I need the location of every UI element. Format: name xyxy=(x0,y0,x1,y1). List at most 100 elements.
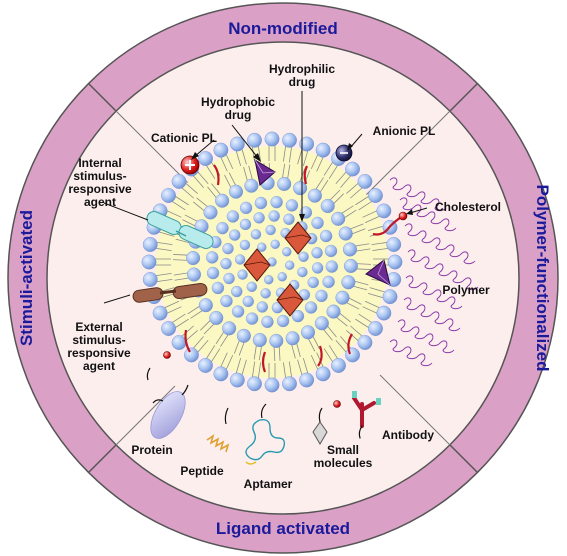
protein-shape xyxy=(150,384,189,439)
polymer-coil xyxy=(404,223,476,265)
core-sphere xyxy=(315,289,328,303)
lipid-head xyxy=(171,174,187,189)
core-sphere xyxy=(242,295,254,308)
lipid-head xyxy=(229,372,245,388)
core-sphere xyxy=(297,266,308,278)
label-external-agent: External stimulus- responsive agent xyxy=(54,321,144,373)
core-sphere xyxy=(322,275,335,289)
core-sphere xyxy=(239,239,251,251)
core-sphere xyxy=(245,312,259,325)
core-sphere xyxy=(324,244,338,258)
label-small-line2: molecules xyxy=(313,456,373,470)
lipid-head xyxy=(213,366,229,382)
label-hydrophobic-drug: Hydrophobic drug xyxy=(196,96,280,122)
polymer-coil xyxy=(397,319,455,354)
core-sphere xyxy=(206,266,220,280)
lipid-head xyxy=(299,372,315,388)
lipid-head xyxy=(264,131,280,147)
label-internal-line2: stimulus- xyxy=(73,169,127,183)
lipid-head xyxy=(315,366,331,382)
sector-ligand-activated: Ligand activated xyxy=(215,519,351,538)
label-cationic-pl: Cationic PL xyxy=(150,131,217,145)
label-aptamer: Aptamer xyxy=(243,477,293,491)
lipid-head xyxy=(252,333,267,348)
lipid-head xyxy=(228,184,243,199)
core-sphere xyxy=(220,294,233,308)
lipid-head xyxy=(142,237,158,252)
core-sphere xyxy=(304,301,318,314)
lipid-head xyxy=(335,290,350,305)
label-external-line4: agent xyxy=(82,359,115,373)
lipid-head xyxy=(264,377,280,393)
core-sphere xyxy=(220,258,232,270)
lipid-head xyxy=(247,376,262,392)
lipid-head xyxy=(269,333,284,348)
lipid-head xyxy=(382,289,398,305)
lipid-head xyxy=(229,136,245,152)
lipid-head xyxy=(314,316,329,331)
lipid-head xyxy=(293,181,308,196)
lipid-head xyxy=(184,347,199,363)
cationic-pl-head xyxy=(180,155,200,175)
sector-stimuli-activated: Stimuli-activated xyxy=(17,209,36,347)
core-sphere xyxy=(231,285,243,298)
core-sphere xyxy=(319,229,333,243)
lipid-head xyxy=(368,321,383,336)
lipid-head xyxy=(307,188,322,203)
lipid-head xyxy=(171,335,187,350)
lipid-head xyxy=(338,226,353,241)
core-sphere xyxy=(291,309,305,323)
lipid-head xyxy=(198,358,213,373)
lipid-head xyxy=(357,174,373,189)
core-sphere xyxy=(270,239,280,249)
polymer-coil xyxy=(389,177,447,212)
core-sphere xyxy=(298,251,309,262)
aptamer-shape xyxy=(245,403,286,465)
polymer-coil xyxy=(405,275,463,310)
lipid-head xyxy=(315,142,331,158)
core-sphere xyxy=(260,288,271,299)
label-hydrophilic-line1: Hydrophilic xyxy=(268,62,335,76)
lipid-head xyxy=(203,205,218,220)
core-sphere xyxy=(268,210,280,222)
antibody-shape xyxy=(352,391,381,439)
core-sphere xyxy=(229,229,241,241)
core-sphere xyxy=(270,196,283,209)
label-peptide: Peptide xyxy=(180,464,224,478)
lipid-head xyxy=(244,178,259,193)
label-small-line1: Small xyxy=(326,443,359,457)
lipid-head xyxy=(345,161,360,177)
label-hydrophilic-drug: Hydrophilic drug xyxy=(262,63,342,89)
polymer-coils xyxy=(389,177,479,367)
lipid-head xyxy=(198,151,213,166)
core-sphere xyxy=(239,201,253,215)
peptide-shape xyxy=(206,407,230,453)
core-sphere xyxy=(311,247,323,259)
core-sphere xyxy=(325,260,338,273)
label-hydrophobic-line1: Hydrophobic xyxy=(201,95,275,109)
cholesterol-molecules xyxy=(184,164,404,373)
lipid-head xyxy=(282,132,297,148)
label-internal-agent: Internal stimulus- responsive agent xyxy=(55,157,145,209)
lipid-head xyxy=(331,211,346,226)
core-sphere xyxy=(253,212,265,224)
label-internal-line1: Internal xyxy=(78,156,122,170)
tethers xyxy=(146,367,164,404)
hydrophilic-drugs xyxy=(243,221,312,317)
lipid-head xyxy=(301,325,316,340)
lipid-head xyxy=(186,251,201,266)
label-cholesterol: Cholesterol xyxy=(434,200,501,214)
lipid-head xyxy=(213,142,229,158)
sector-polymer-functionalized: Polymer-functionalized xyxy=(533,184,552,372)
core-sphere xyxy=(250,229,262,240)
small-molecule-shape xyxy=(312,407,328,445)
lipid-head xyxy=(222,321,237,336)
label-hydrophilic-line2: drug xyxy=(288,75,316,89)
lipid-head xyxy=(285,331,300,346)
lipid-head xyxy=(386,237,402,252)
polymer-coil xyxy=(407,249,479,291)
label-hydrophobic-line2: drug xyxy=(224,108,252,122)
label-internal-line4: agent xyxy=(83,195,116,209)
lipid-head xyxy=(320,199,335,214)
